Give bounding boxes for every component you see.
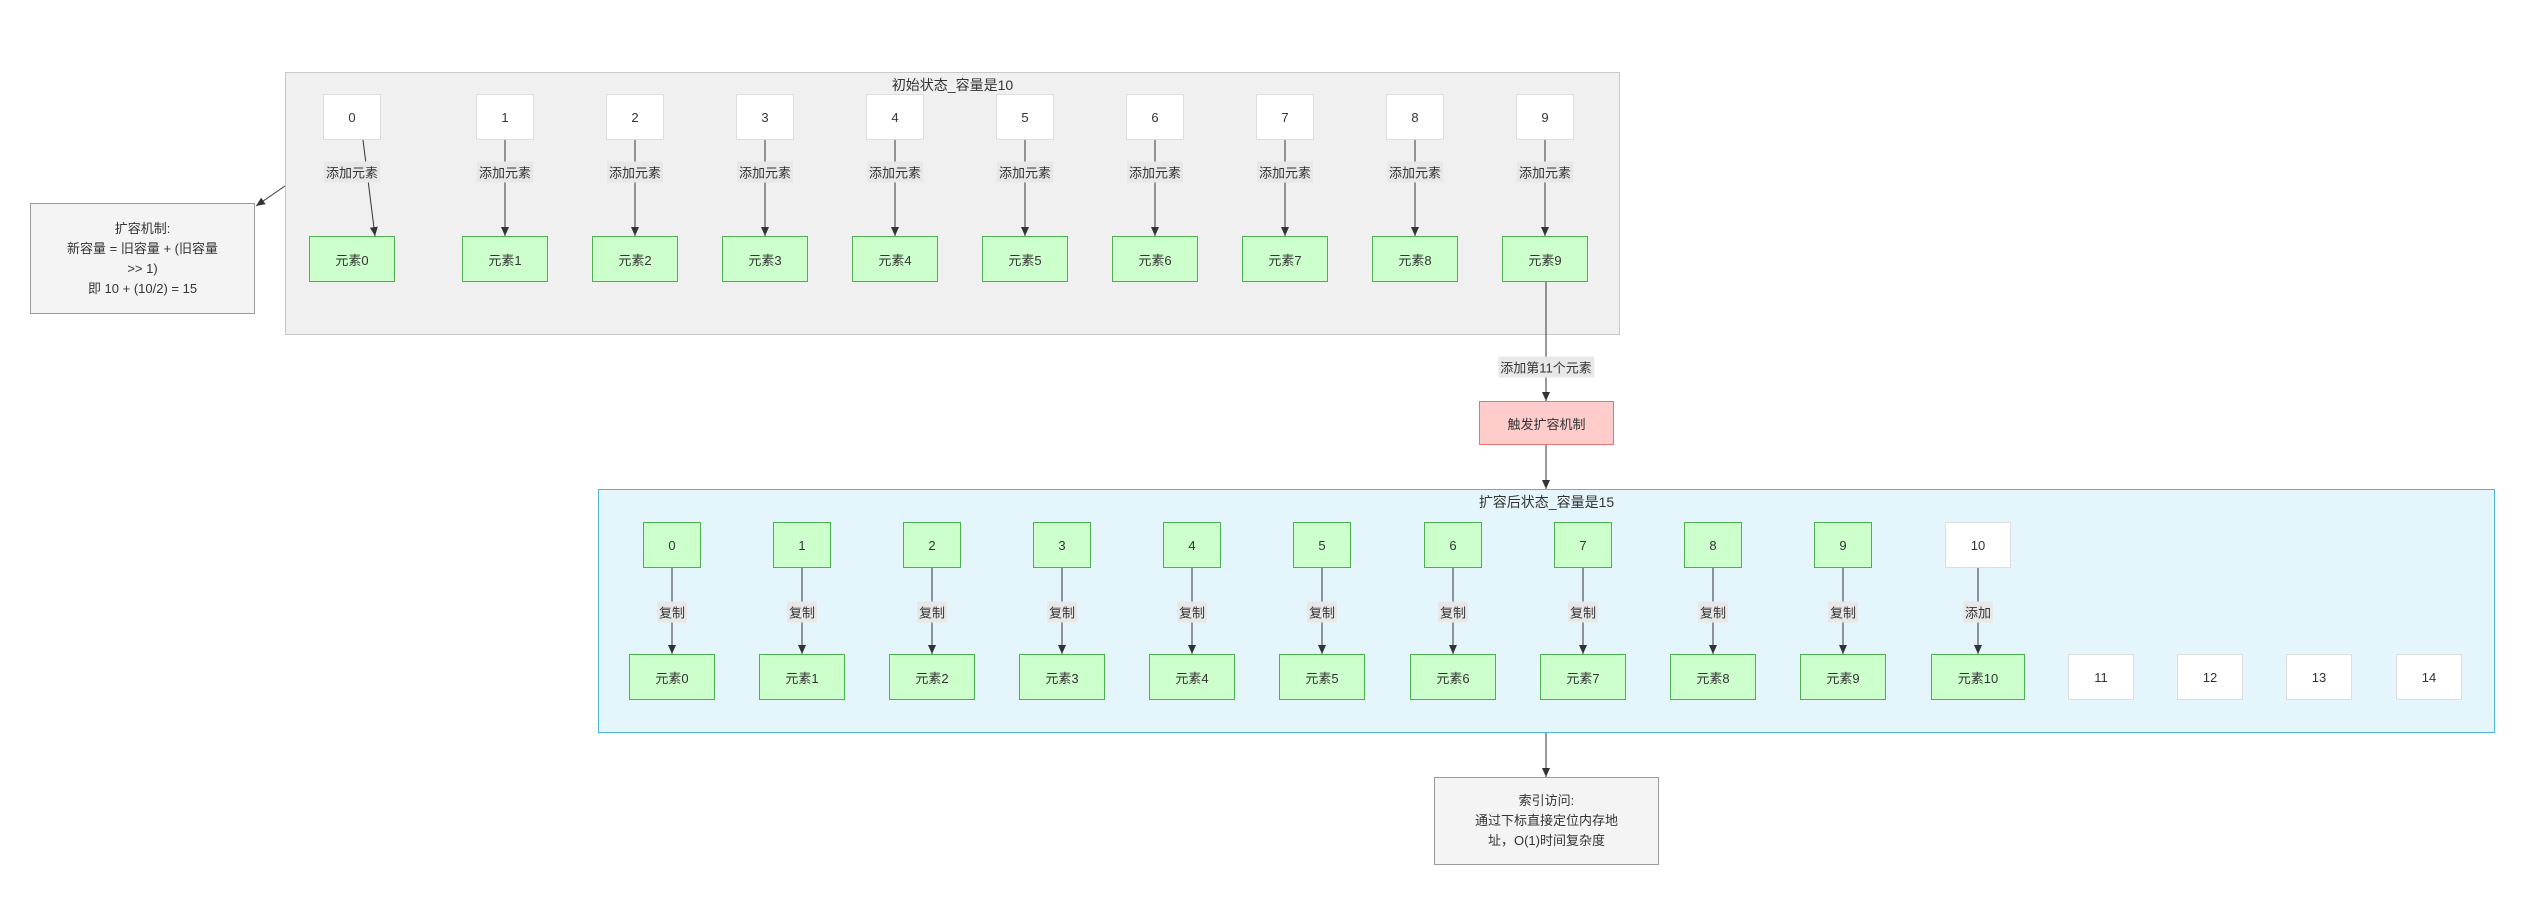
copy-label-7: 复制: [1567, 601, 1599, 623]
empty-slot-1: 12: [2177, 654, 2243, 700]
copy-label-6: 复制: [1437, 601, 1469, 623]
new-element-node-1: 元素1: [759, 654, 845, 700]
index-cell-6: 6: [1126, 94, 1184, 140]
new-element-node-6: 元素6: [1410, 654, 1496, 700]
access-note-line1: 索引访问:: [1518, 793, 1575, 808]
element-node-0: 元素0: [309, 236, 395, 282]
index-access-note: 索引访问: 通过下标直接定位内存地 址，O(1)时间复杂度: [1434, 777, 1659, 865]
element-node-6: 元素6: [1112, 236, 1198, 282]
new-element-node-3: 元素3: [1019, 654, 1105, 700]
edge-line: [362, 139, 378, 237]
element-node-3: 元素3: [722, 236, 808, 282]
add-11th-element-label: 添加第11个元素: [1498, 356, 1594, 378]
new-element-node-0: 元素0: [629, 654, 715, 700]
add-label-10: 添加: [1962, 601, 1994, 623]
access-note-line3: 址，O(1)时间复杂度: [1487, 833, 1605, 848]
element-node-8: 元素8: [1372, 236, 1458, 282]
new-index-cell-9: 9: [1814, 522, 1872, 568]
index-cell-5: 5: [996, 94, 1054, 140]
add-element-label-1: 添加元素: [476, 161, 534, 183]
empty-slot-3: 14: [2396, 654, 2462, 700]
expand-note-line4: 即 10 + (10/2) = 15: [87, 280, 198, 296]
add-element-label-2: 添加元素: [606, 161, 664, 183]
element-node-7: 元素7: [1242, 236, 1328, 282]
expand-note-line1: 扩容机制:: [114, 220, 171, 236]
add-element-label-5: 添加元素: [996, 161, 1054, 183]
add-element-label-6: 添加元素: [1126, 161, 1184, 183]
new-element-node-10: 元素10: [1931, 654, 2025, 700]
copy-label-0: 复制: [656, 601, 688, 623]
new-index-cell-7: 7: [1554, 522, 1612, 568]
copy-label-1: 复制: [786, 601, 818, 623]
new-element-node-4: 元素4: [1149, 654, 1235, 700]
add-element-label-7: 添加元素: [1256, 161, 1314, 183]
new-element-node-5: 元素5: [1279, 654, 1365, 700]
access-note-line2: 通过下标直接定位内存地: [1474, 813, 1618, 828]
initial-state-title: 初始状态_容量是10: [891, 77, 1014, 93]
new-element-node-7: 元素7: [1540, 654, 1626, 700]
expand-note-line3: >> 1): [127, 260, 158, 276]
index-cell-7: 7: [1256, 94, 1314, 140]
add-element-label-9: 添加元素: [1516, 161, 1574, 183]
element-node-5: 元素5: [982, 236, 1068, 282]
add-element-label-8: 添加元素: [1386, 161, 1444, 183]
index-cell-8: 8: [1386, 94, 1444, 140]
copy-label-9: 复制: [1827, 601, 1859, 623]
new-index-cell-1: 1: [773, 522, 831, 568]
new-index-cell-4: 4: [1163, 522, 1221, 568]
empty-slot-2: 13: [2286, 654, 2352, 700]
new-index-cell-5: 5: [1293, 522, 1351, 568]
new-index-cell-0: 0: [643, 522, 701, 568]
add-element-label-3: 添加元素: [736, 161, 794, 183]
new-element-node-2: 元素2: [889, 654, 975, 700]
copy-label-5: 复制: [1306, 601, 1338, 623]
copy-label-2: 复制: [916, 601, 948, 623]
element-node-2: 元素2: [592, 236, 678, 282]
expand-note-line2: 新容量 = 旧容量 + (旧容量: [67, 240, 218, 256]
expand-mechanism-note: 扩容机制: 新容量 = 旧容量 + (旧容量 >> 1) 即 10 + (10/…: [30, 203, 255, 314]
index-cell-9: 9: [1516, 94, 1574, 140]
index-cell-2: 2: [606, 94, 664, 140]
element-node-9: 元素9: [1502, 236, 1588, 282]
element-node-4: 元素4: [852, 236, 938, 282]
index-cell-1: 1: [476, 94, 534, 140]
trigger-expand-node: 触发扩容机制: [1479, 401, 1614, 445]
new-index-cell-8: 8: [1684, 522, 1742, 568]
new-element-node-9: 元素9: [1800, 654, 1886, 700]
edge-line: [255, 185, 286, 207]
expanded-state-title: 扩容后状态_容量是15: [1478, 494, 1615, 510]
new-index-cell-10: 10: [1945, 522, 2011, 568]
index-cell-4: 4: [866, 94, 924, 140]
new-index-cell-2: 2: [903, 522, 961, 568]
copy-label-8: 复制: [1697, 601, 1729, 623]
new-index-cell-6: 6: [1424, 522, 1482, 568]
element-node-1: 元素1: [462, 236, 548, 282]
new-element-node-8: 元素8: [1670, 654, 1756, 700]
new-index-cell-3: 3: [1033, 522, 1091, 568]
index-cell-3: 3: [736, 94, 794, 140]
copy-label-4: 复制: [1176, 601, 1208, 623]
index-cell-0: 0: [323, 94, 381, 140]
empty-slot-0: 11: [2068, 654, 2134, 700]
copy-label-3: 复制: [1046, 601, 1078, 623]
add-element-label-0: 添加元素: [323, 161, 381, 183]
add-element-label-4: 添加元素: [866, 161, 924, 183]
